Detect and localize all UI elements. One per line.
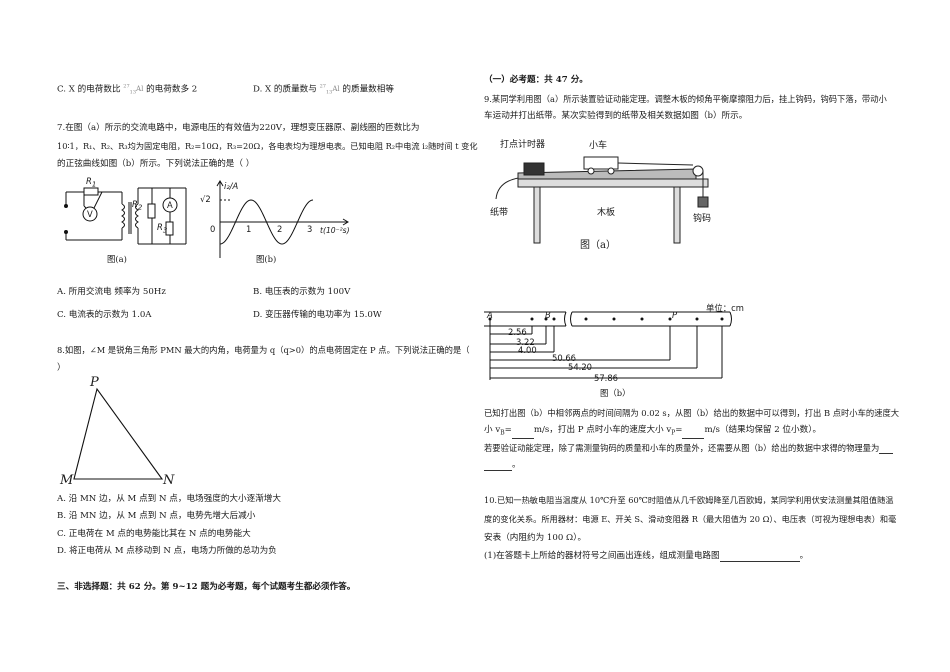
q10-line2: 度的变化关系。所用器材：电源 E、开关 S、滑动变阻器 R（最大阻值为 20 Ω… — [484, 514, 897, 524]
fig-b-caption: 图(b) — [256, 254, 277, 264]
sqrt2-label: √2 — [200, 194, 211, 204]
circuit-diagram — [64, 187, 187, 245]
resistor-r2 — [147, 203, 156, 219]
q7-option-b: B. 电压表的示数为 100V — [253, 287, 351, 297]
triangle-pmn — [73, 387, 164, 480]
q9-line1: 9.某同学利用图（a）所示装置验证动能定理。调整木板的倾角平衡摩擦阻力后，挂上钩… — [484, 94, 887, 104]
q7-option-d: D. 变压器传输的电功率为 15.0W — [253, 310, 382, 320]
q7-line2: 10∶1，R₁、R₂、R₃均为固定电阻，R₂=10Ω，R₃=20Ω，各电表均为理… — [57, 141, 478, 151]
dist-6: 57.86 — [594, 373, 618, 383]
q8-option-b: B. 沿 MN 边，从 M 点到 N 点，电势先增大后减小 — [57, 511, 256, 521]
point-p: P — [90, 375, 99, 390]
quantity-answer-blank[interactable] — [879, 445, 894, 454]
tape-point-a: A — [487, 310, 493, 320]
label-tape: 纸带 — [490, 208, 509, 218]
label-weight: 钩码 — [693, 214, 712, 224]
q6-option-c: C. X 的电荷数比 2713Al 的电荷数多 2 — [57, 84, 198, 96]
tape-point-b: B — [545, 310, 551, 320]
q7-line1: 7.在图（a）所示的交流电路中，电源电压的有效值为220V，理想变压器原、副线圈… — [57, 123, 420, 133]
graph-x-label: t(10⁻²s) — [320, 226, 350, 235]
q8-option-c: C. 正电荷在 M 点的电势能比其在 N 点的电势能大 — [57, 529, 251, 539]
circuit-answer-blank[interactable] — [719, 553, 800, 562]
q10-line3: 安表（内阻约为 100 Ω）。 — [484, 533, 587, 543]
r3-label: R3 — [157, 222, 168, 235]
current-graph — [216, 180, 349, 258]
quantity-answer-blank-cont[interactable] — [484, 462, 512, 471]
tape-point-p: P — [672, 310, 678, 320]
label-cart: 小车 — [589, 141, 608, 151]
q8-option-a: A. 沿 MN 边，从 M 点到 N 点，电场强度的大小逐渐增大 — [57, 494, 281, 504]
q9-answer-line3: 若要验证动能定理，除了需测量钩码的质量和小车的质量外，还需要从图（b）给出的数据… — [484, 443, 894, 454]
r2-label: R2 — [132, 199, 143, 212]
point-m: M — [60, 473, 74, 488]
q7-option-c: C. 电流表的示数为 1.0A — [57, 310, 152, 320]
q8-line2: ） — [57, 363, 66, 373]
q10-line4: (1)在答题卡上所给的器材符号之间画出连线，组成测量电路图。 — [484, 551, 809, 562]
dist-2: 3.22 — [516, 337, 535, 347]
q9-answer-line2: 小 vB=m/s，打出 P 点时小车的速度大小 vP=m/s（结果均保留 2 位… — [484, 425, 822, 439]
label-timer: 打点计时器 — [500, 140, 546, 150]
q9-answer-line1: 已知打出图（b）中相邻两点的时间间隔为 0.02 s，从图（b）给出的数据中可以… — [484, 408, 900, 418]
fig-a-caption: 图(a) — [107, 254, 127, 264]
tick-1: 1 — [246, 224, 252, 234]
nuclide-symbol: 2713Al — [123, 84, 144, 96]
section-3-heading: 三、非选择题：共 62 分。第 9~12 题为必考题，每个试题考生都必须作答。 — [57, 582, 356, 592]
dist-3: 4.00 — [518, 345, 537, 355]
dist-5: 54.20 — [568, 362, 592, 372]
point-n: N — [163, 473, 175, 488]
label-board: 木板 — [597, 208, 616, 218]
vb-answer-blank[interactable] — [511, 430, 534, 439]
resistor-r1 — [83, 187, 99, 196]
q9-answer-line4: 。 — [484, 460, 521, 471]
unit-label: 单位：cm — [706, 303, 744, 313]
origin-label: 0 — [210, 224, 216, 234]
q9-line2: 车运动并打出纸带。某次实验得到的纸带及相关数据如图（b）所示。 — [484, 111, 748, 121]
q10-line1: 10.已知一热敏电阻当温度从 10℃升至 60℃时阻值从几千欧姆降至几百欧姆，某… — [484, 495, 894, 505]
r1-label: R1 — [86, 176, 97, 189]
q7-option-a: A. 所用交流电 频率为 50Hz — [57, 287, 166, 297]
voltmeter — [82, 206, 98, 222]
fig-9b-caption: 图（b） — [600, 388, 631, 398]
fig-9a-caption: 图（a） — [580, 240, 616, 251]
q8-line1: 8.如图，∠M 是锐角三角形 PMN 最大的内角，电荷量为 q（q>0）的点电荷… — [57, 345, 470, 355]
q7-line3: 的正弦曲线如图（b）所示。下列说法正确的是（ ） — [57, 159, 255, 169]
q8-option-d: D. 将正电荷从 M 点移动到 N 点，电场力所做的总功为负 — [57, 546, 277, 556]
q6-option-d: D. X 的质量数与 2713Al 的质量数相等 — [253, 84, 394, 96]
required-section-heading: （一）必考题：共 47 分。 — [484, 75, 588, 85]
graph-y-label: i₂/A — [224, 181, 239, 191]
vp-answer-blank[interactable] — [682, 430, 705, 439]
apparatus-diagram — [495, 156, 709, 244]
tick-3: 3 — [307, 224, 313, 234]
voltmeter-label: V — [87, 209, 93, 219]
tick-2: 2 — [277, 224, 283, 234]
dist-4: 50.66 — [552, 353, 576, 363]
dist-1: 2.56 — [508, 327, 527, 337]
ammeter-label: A — [167, 200, 173, 210]
nuclide-symbol: 2713Al — [319, 84, 340, 96]
tape-diagram — [484, 311, 732, 380]
